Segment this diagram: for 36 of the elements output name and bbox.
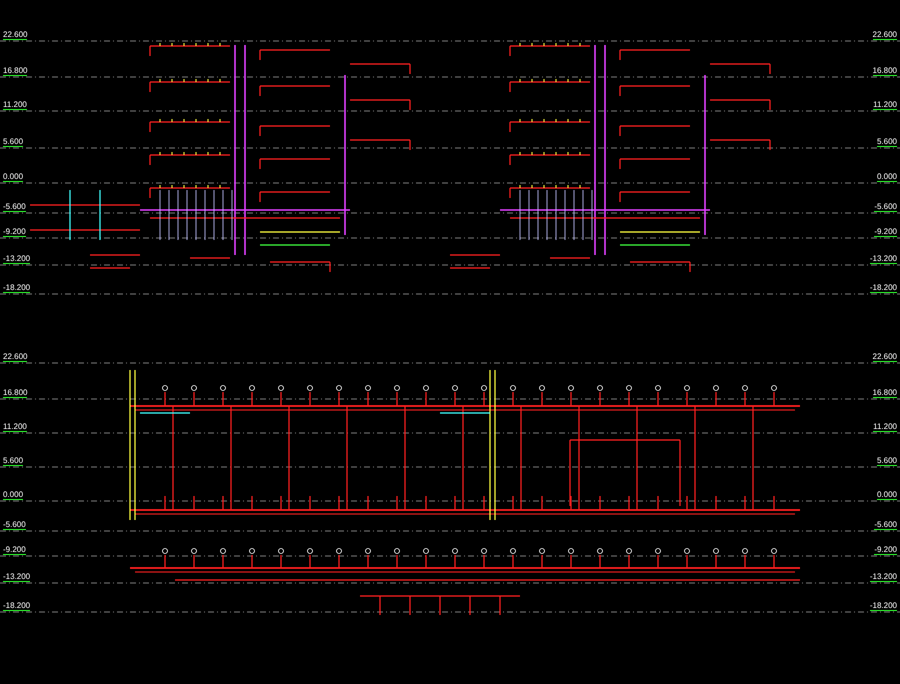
elevation-label: -13.200 bbox=[3, 572, 30, 582]
elevation-label: 0.000 bbox=[876, 172, 897, 182]
elevation-label: -5.600 bbox=[3, 202, 26, 212]
elevation-label: -18.200 bbox=[3, 601, 30, 611]
elevation-label: 22.600 bbox=[3, 30, 28, 40]
elevation-label: 11.200 bbox=[3, 422, 27, 432]
elevation-label: 22.600 bbox=[3, 352, 28, 362]
elevation-label: -5.600 bbox=[874, 520, 897, 530]
elevation-label: 5.600 bbox=[3, 456, 24, 466]
elevation-label: 11.200 bbox=[3, 100, 27, 110]
elevation-label: 5.600 bbox=[876, 137, 897, 147]
elevation-label: -18.200 bbox=[3, 283, 30, 293]
elevation-label: 5.600 bbox=[876, 456, 897, 466]
elevation-label: -13.200 bbox=[870, 254, 897, 264]
elevation-label: 11.200 bbox=[873, 422, 897, 432]
elevation-label: -9.200 bbox=[874, 545, 897, 555]
elevation-label: -13.200 bbox=[870, 572, 897, 582]
elevation-label: 5.600 bbox=[3, 137, 24, 147]
elevation-label: 22.600 bbox=[872, 30, 897, 40]
elevation-label: -5.600 bbox=[874, 202, 897, 212]
elevation-label: 0.000 bbox=[3, 490, 24, 500]
elevation-label: -13.200 bbox=[3, 254, 30, 264]
elevation-label: -9.200 bbox=[3, 545, 26, 555]
elevation-label: 0.000 bbox=[876, 490, 897, 500]
elevation-label: -18.200 bbox=[870, 283, 897, 293]
elevation-label: 16.800 bbox=[3, 66, 28, 76]
elevation-label: 22.600 bbox=[872, 352, 897, 362]
elevation-label: 11.200 bbox=[873, 100, 897, 110]
elevation-label: 16.800 bbox=[872, 388, 897, 398]
elevation-label: 0.000 bbox=[3, 172, 24, 182]
elevation-label: -9.200 bbox=[874, 227, 897, 237]
elevation-label: -18.200 bbox=[870, 601, 897, 611]
elevation-label: -5.600 bbox=[3, 520, 26, 530]
elevation-label: 16.800 bbox=[3, 388, 28, 398]
elevation-label: -9.200 bbox=[3, 227, 26, 237]
elevation-label: 16.800 bbox=[872, 66, 897, 76]
